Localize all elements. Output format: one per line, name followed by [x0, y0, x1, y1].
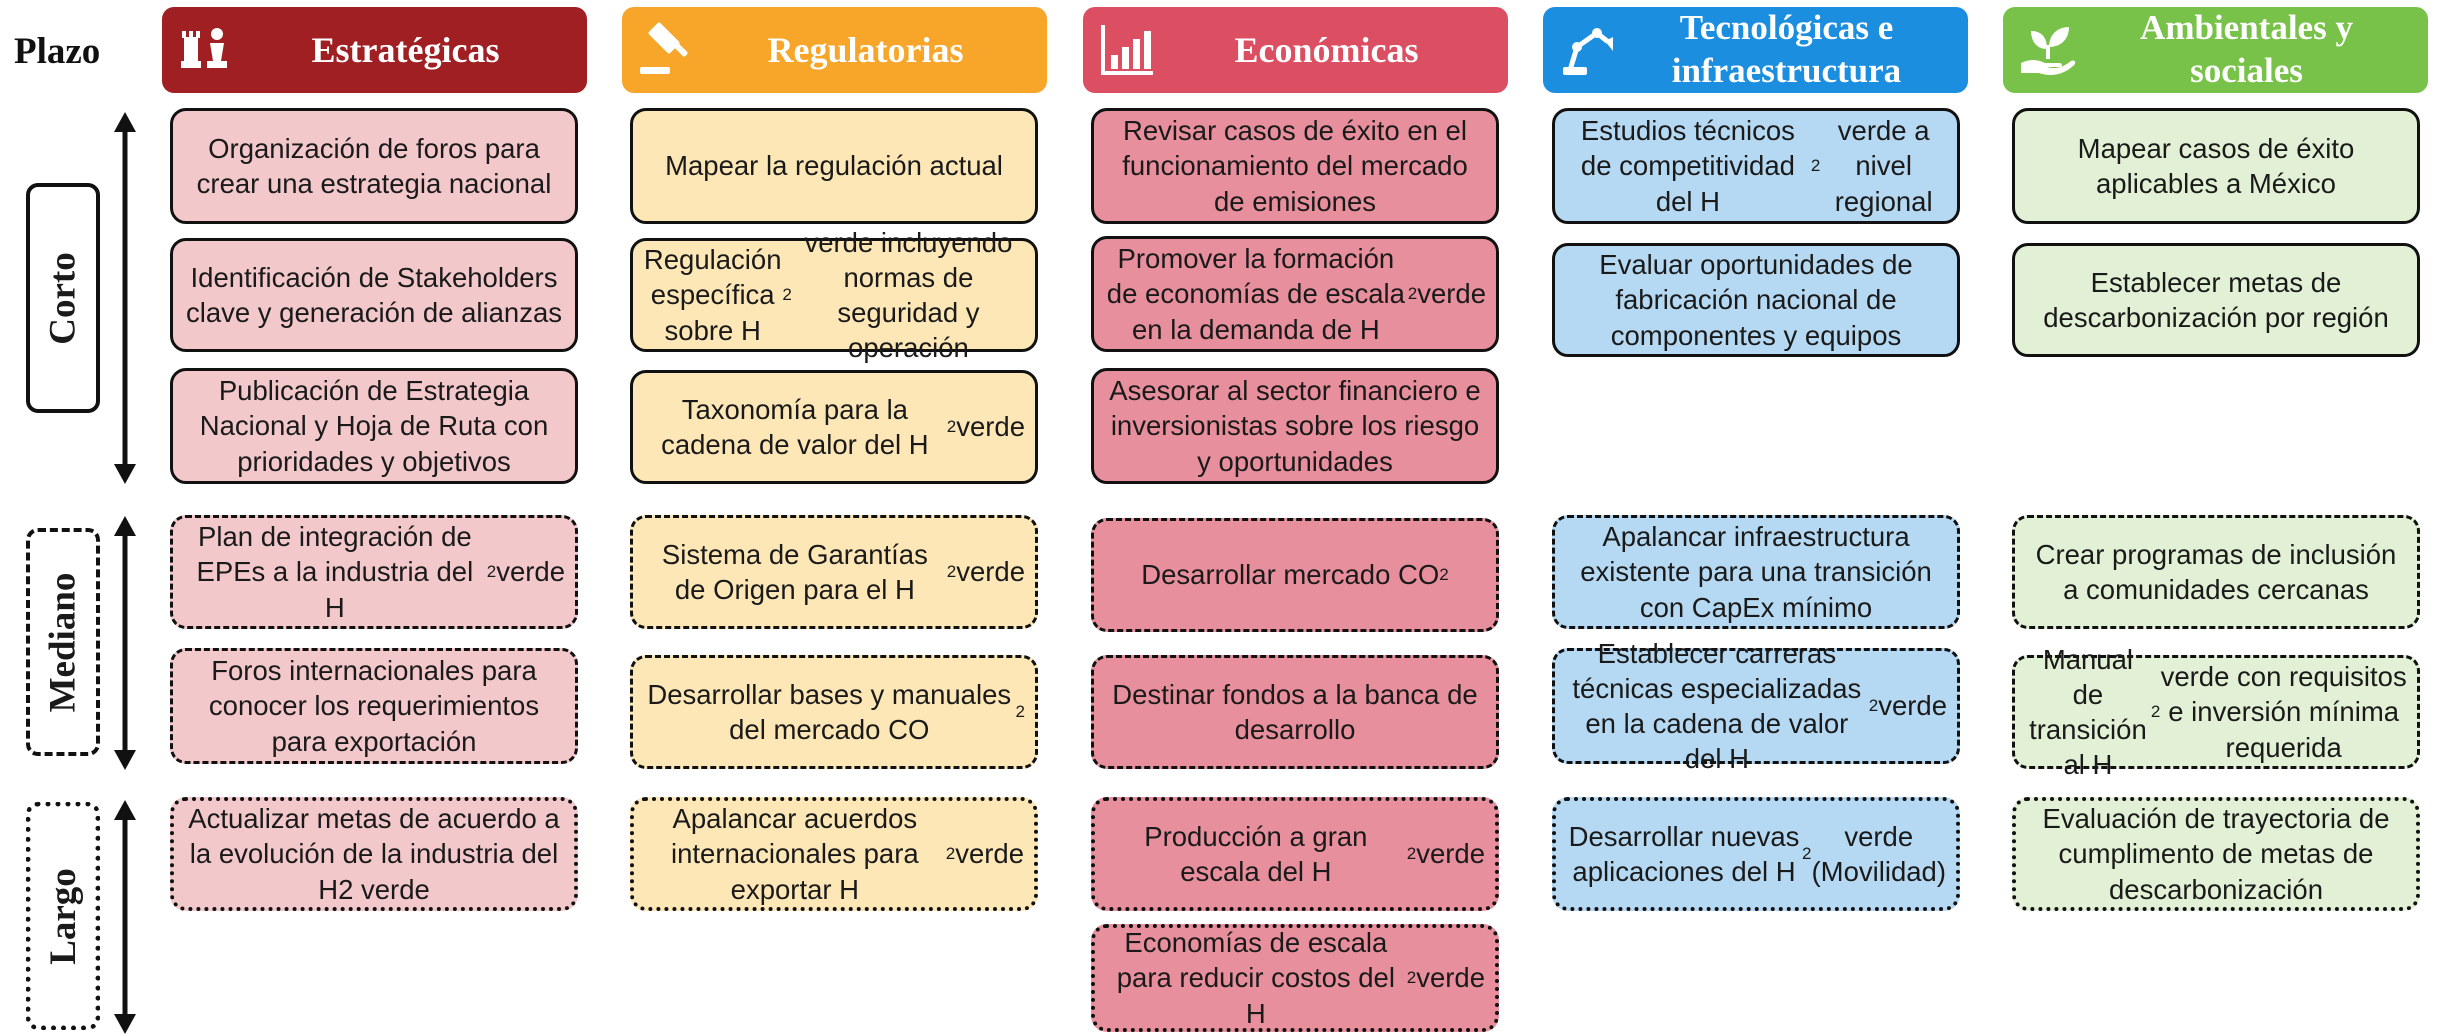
plazo-title: Plazo — [14, 31, 101, 72]
action-box: Sistema de Garantías de Origen para el H… — [630, 515, 1038, 629]
plant-hand-icon — [2021, 27, 2076, 75]
action-box: Promover la formación de economías de es… — [1091, 236, 1499, 352]
action-box: Mapear casos de éxito aplicables a Méxic… — [2012, 108, 2420, 224]
timeline-arrow-largo — [114, 800, 136, 1034]
header-title: Económicas — [1234, 30, 1419, 70]
period-label-corto: Corto — [26, 183, 100, 413]
action-box: Apalancar infraestructura existente para… — [1552, 515, 1960, 629]
action-box: Actualizar metas de acuerdo a la evoluci… — [170, 797, 578, 911]
action-box: Destinar fondos a la banca de desarrollo — [1091, 655, 1499, 769]
action-box: Identificación de Stakeholders clave y g… — [170, 238, 578, 352]
robot-arm-icon — [1563, 28, 1613, 75]
header-economicas: Económicas — [1083, 7, 1508, 93]
action-box: Apalancar acuerdos internacionales para … — [630, 797, 1038, 911]
header-title: Regulatorias — [767, 30, 964, 70]
period-label-largo: Largo — [26, 802, 100, 1030]
chess-pieces-icon — [181, 28, 227, 68]
action-box: Crear programas de inclusión a comunidad… — [2012, 515, 2420, 629]
header-estrategicas: Estratégicas — [162, 7, 587, 93]
header-title: Ambientales y sociales — [2140, 8, 2353, 90]
header-regulatorias: Regulatorias — [622, 7, 1047, 93]
header-tecnologicas: Tecnológicas e infraestructura — [1543, 7, 1968, 93]
action-box: Evaluación de trayectoria de cumplimento… — [2012, 797, 2420, 911]
gavel-icon — [640, 22, 688, 74]
timeline-arrow-mediano — [114, 516, 136, 770]
header-title: Tecnológicas e infraestructura — [1671, 8, 1902, 90]
action-box: Estudios técnicos de competitividad del … — [1552, 108, 1960, 224]
action-box: Establecer metas de descarbonización por… — [2012, 243, 2420, 357]
action-box: Foros internacionales para conocer los r… — [170, 648, 578, 764]
action-box: Establecer carreras técnicas especializa… — [1552, 638, 1960, 774]
action-box: Organización de foros para crear una est… — [170, 108, 578, 224]
action-box: Plan de integración de EPEs a la industr… — [170, 515, 578, 629]
action-box: Revisar casos de éxito en el funcionamie… — [1091, 108, 1499, 224]
bar-chart-icon — [1101, 25, 1153, 75]
action-box: Evaluar oportunidades de fabricación nac… — [1552, 243, 1960, 357]
timeline-arrow-corto — [114, 112, 136, 484]
action-box: Asesorar al sector financiero e inversio… — [1091, 368, 1499, 484]
action-box: Mapear la regulación actual — [630, 108, 1038, 224]
action-box: Desarrollar bases y manuales del mercado… — [630, 655, 1038, 769]
period-label-mediano: Mediano — [26, 528, 100, 756]
action-box: Publicación de Estrategia Nacional y Hoj… — [170, 368, 578, 484]
header-title: Estratégicas — [311, 30, 500, 70]
header-ambientales: Ambientales y sociales — [2003, 7, 2428, 93]
action-box: Economías de escala para reducir costos … — [1091, 924, 1499, 1032]
